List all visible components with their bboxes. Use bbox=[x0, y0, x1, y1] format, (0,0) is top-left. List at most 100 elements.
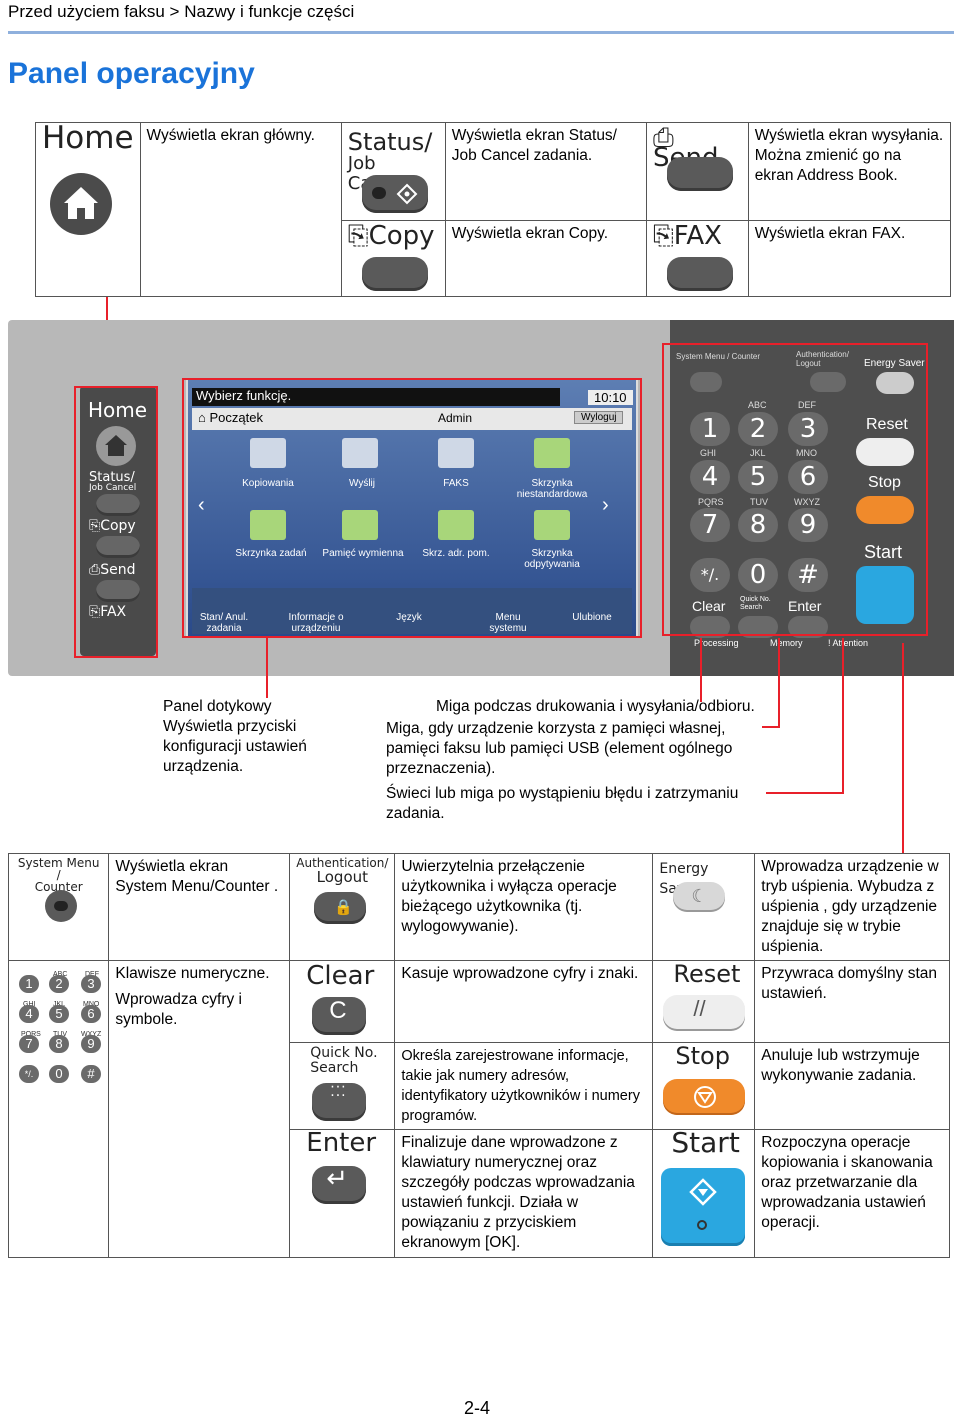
kp-key-1[interactable]: 1 bbox=[690, 412, 730, 446]
kp-auth-button[interactable] bbox=[810, 372, 846, 392]
fax-tile-icon bbox=[438, 438, 474, 468]
screen-bottom-bar bbox=[192, 588, 632, 634]
energy-desc: Wprowadza urządzenie w tryb uśpienia. Wy… bbox=[754, 853, 950, 961]
tile-label-job-box[interactable]: Skrzynka zadań bbox=[235, 548, 307, 559]
tile-label-copy[interactable]: Kopiowania bbox=[242, 478, 294, 489]
start-button[interactable] bbox=[661, 1168, 746, 1246]
screen-home-tab[interactable]: ⌂ Początek bbox=[198, 410, 263, 425]
status-button[interactable] bbox=[361, 175, 428, 213]
fax-button[interactable] bbox=[666, 257, 733, 291]
nk-key-1[interactable]: 1 bbox=[19, 975, 39, 993]
system-menu-button[interactable] bbox=[45, 890, 77, 922]
kp-system-menu-button[interactable] bbox=[690, 372, 722, 392]
numeric-desc-2: Wprowadza cyfry i symbole. bbox=[115, 991, 242, 1028]
callout-box-keypad bbox=[662, 343, 928, 636]
kp-clear-button[interactable] bbox=[690, 616, 730, 638]
stop-icon bbox=[694, 1086, 717, 1108]
enter-button[interactable]: ↵ bbox=[312, 1165, 367, 1204]
nk-key-star[interactable]: */. bbox=[19, 1065, 39, 1083]
nk-key-6[interactable]: 6 bbox=[81, 1005, 101, 1023]
page-title: Panel operacyjny bbox=[8, 57, 255, 90]
moon-icon: ☾ bbox=[691, 886, 708, 906]
kp-key-5[interactable]: 5 bbox=[738, 460, 778, 494]
stop-button[interactable] bbox=[663, 1079, 746, 1115]
fax-icon: ⎘ bbox=[652, 221, 674, 251]
quick-search-button[interactable]: ⁚⁚⁚ bbox=[312, 1083, 367, 1121]
lp-copy-button[interactable] bbox=[96, 536, 140, 558]
screen-logout-button[interactable]: Wyloguj bbox=[574, 411, 624, 424]
annotation-attention: Świeci lub miga po wystąpieniu błędu i z… bbox=[386, 785, 739, 822]
lp-status-button[interactable] bbox=[96, 494, 140, 516]
status-key-label-1: Status/ bbox=[347, 128, 433, 156]
kp-quick-button[interactable] bbox=[738, 616, 778, 638]
nk-key-7[interactable]: 7 bbox=[19, 1035, 39, 1053]
tile-label-custom-box[interactable]: Skrzynka niestandardowa bbox=[516, 478, 588, 500]
custom-box-tile-icon bbox=[534, 438, 570, 468]
nk-key-2[interactable]: 2 bbox=[49, 975, 69, 993]
nk-key-4[interactable]: 4 bbox=[19, 1005, 39, 1023]
kp-key-8[interactable]: 8 bbox=[738, 508, 778, 542]
bottom-language[interactable]: Język bbox=[396, 612, 422, 623]
logout-button[interactable]: 🔒 bbox=[314, 892, 367, 924]
send-button[interactable] bbox=[666, 157, 733, 191]
reset-button[interactable]: // bbox=[663, 995, 746, 1031]
send-desc: Wyświetla ekran wysyłania. Można zmienić… bbox=[747, 122, 952, 221]
lp-send-button[interactable] bbox=[96, 580, 140, 602]
tile-label-usb[interactable]: Pamięć wymienna bbox=[322, 548, 404, 559]
bottom-system-menu[interactable]: Menu systemu bbox=[489, 612, 527, 634]
kp-reset-button[interactable] bbox=[856, 438, 914, 466]
nk-key-8[interactable]: 8 bbox=[49, 1035, 69, 1053]
lp-home-button[interactable] bbox=[96, 426, 136, 466]
bottom-favorites[interactable]: Ulubione bbox=[572, 612, 612, 623]
tile-label-send[interactable]: Wyślij bbox=[348, 478, 375, 489]
nk-key-hash[interactable]: # bbox=[81, 1065, 101, 1083]
home-button[interactable] bbox=[50, 173, 112, 235]
grid-dots-icon: ⁚⁚⁚ bbox=[330, 1083, 347, 1099]
bottom-status[interactable]: Stan/ Anul. zadania bbox=[199, 612, 249, 634]
tile-label-fax[interactable]: FAKS bbox=[443, 478, 469, 489]
reset-key-label: Reset bbox=[673, 960, 741, 988]
kp-key-9[interactable]: 9 bbox=[788, 508, 828, 542]
kp-letters-wxyz: WXYZ bbox=[794, 497, 820, 507]
clear-button[interactable]: C bbox=[312, 997, 367, 1035]
diamond-icon bbox=[396, 183, 418, 205]
home-key-label: Home bbox=[42, 120, 134, 156]
next-arrow-icon[interactable]: › bbox=[602, 494, 609, 516]
copy-button[interactable] bbox=[361, 257, 428, 291]
tile-label-polling-box[interactable]: Skrzynka odpytywania bbox=[524, 548, 580, 570]
home-key-cell: Home bbox=[35, 120, 141, 297]
prev-arrow-icon[interactable]: ‹ bbox=[198, 494, 205, 516]
header-rule bbox=[8, 31, 954, 34]
kp-enter-button[interactable] bbox=[788, 616, 828, 638]
home-icon bbox=[64, 187, 98, 219]
top-key-table: Home Wyświetla ekran główny. Status/ Job… bbox=[35, 120, 952, 297]
kp-stop-button[interactable] bbox=[856, 496, 914, 524]
bottom-device-info[interactable]: Informacje o urządzeniu bbox=[288, 612, 344, 634]
kp-energy-button[interactable] bbox=[876, 372, 914, 394]
kp-key-star[interactable]: */. bbox=[690, 558, 730, 592]
callout-line-attention-h bbox=[766, 792, 844, 794]
fax-icon: ⎘ bbox=[89, 604, 101, 620]
energy-saver-button[interactable]: ☾ bbox=[673, 882, 726, 912]
job-box-tile-icon bbox=[250, 510, 286, 540]
sub-address-tile-icon bbox=[438, 510, 474, 540]
nk-pqrs: PQRS bbox=[21, 1025, 41, 1045]
nk-key-9[interactable]: 9 bbox=[81, 1035, 101, 1053]
kp-energy-label: Energy Saver bbox=[864, 358, 925, 369]
kp-key-3[interactable]: 3 bbox=[788, 412, 828, 446]
kp-key-0[interactable]: 0 bbox=[738, 558, 778, 592]
nk-wxyz: WXYZ bbox=[81, 1025, 101, 1045]
home-icon: ⌂ bbox=[198, 410, 206, 425]
kp-key-4[interactable]: 4 bbox=[690, 460, 730, 494]
system-menu-key-label-2: Counter bbox=[34, 880, 83, 894]
nk-key-0[interactable]: 0 bbox=[49, 1065, 69, 1083]
c-icon: C bbox=[329, 997, 347, 1024]
kp-key-2[interactable]: 2 bbox=[738, 412, 778, 446]
nk-key-5[interactable]: 5 bbox=[49, 1005, 69, 1023]
kp-key-7[interactable]: 7 bbox=[690, 508, 730, 542]
kp-start-button[interactable] bbox=[856, 566, 914, 624]
kp-key-hash[interactable]: # bbox=[788, 558, 828, 592]
kp-key-6[interactable]: 6 bbox=[788, 460, 828, 494]
nk-key-3[interactable]: 3 bbox=[81, 975, 101, 993]
tile-label-sub-address[interactable]: Skrz. adr. pom. bbox=[422, 548, 490, 559]
